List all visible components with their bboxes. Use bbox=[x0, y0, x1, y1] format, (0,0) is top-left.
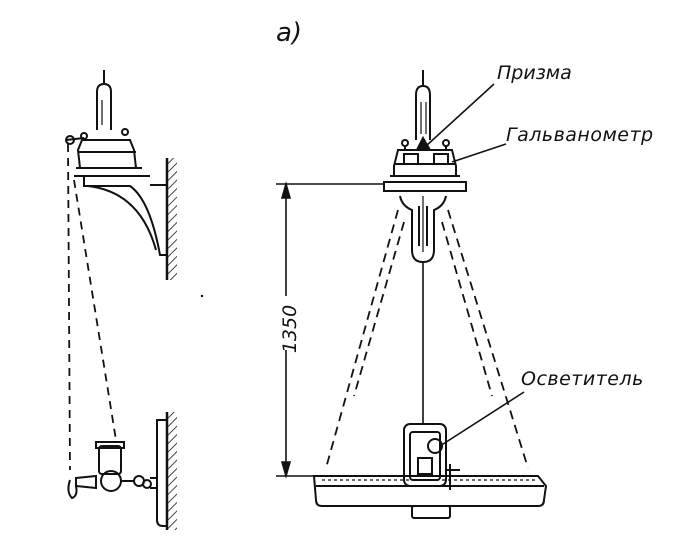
prism-label: Призма bbox=[497, 62, 572, 84]
light-cone bbox=[325, 209, 529, 469]
left-illuminator-housing bbox=[98, 445, 122, 475]
right-lamp-tube bbox=[415, 84, 431, 140]
upper-wall-hatch bbox=[168, 158, 177, 280]
leader-lines bbox=[425, 83, 525, 447]
figure-letter: a) bbox=[276, 18, 303, 48]
scale-bar bbox=[312, 475, 548, 507]
galvanometer-label: Гальванометр bbox=[506, 124, 654, 146]
front-view bbox=[276, 70, 548, 519]
left-galvanometer-body bbox=[76, 139, 138, 169]
right-illuminator-lens bbox=[427, 438, 443, 454]
dimension-label: 1350 bbox=[279, 304, 302, 354]
left-light-paths bbox=[67, 143, 117, 471]
left-bracket bbox=[83, 176, 168, 256]
stray-dot bbox=[200, 294, 204, 298]
dimension-line bbox=[276, 181, 384, 479]
mounting-plate bbox=[383, 181, 467, 192]
side-view bbox=[65, 70, 177, 530]
lower-wall-hatch bbox=[168, 412, 177, 530]
right-illuminator-housing bbox=[403, 423, 447, 487]
illuminator-label: Осветитель bbox=[521, 368, 644, 390]
left-lamp-tube bbox=[96, 82, 112, 130]
